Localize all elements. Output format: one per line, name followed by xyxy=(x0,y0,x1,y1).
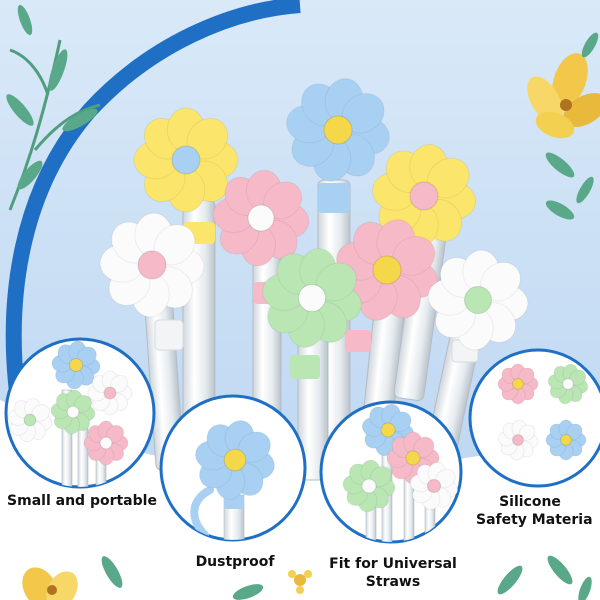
feature-circle-fit xyxy=(319,400,463,544)
leaf-sprig-icon xyxy=(101,555,592,600)
daisy-straw-topper-icon xyxy=(262,248,362,348)
leaf-sprig-icon xyxy=(545,32,599,220)
feature-circle-silicone xyxy=(468,348,600,488)
caption-dustproof: Dustproof xyxy=(195,554,275,570)
daisy-straw-topper-icon xyxy=(83,420,129,466)
daisy-straw-topper-icon xyxy=(427,249,529,351)
daisy-straw-topper-icon xyxy=(99,212,205,318)
yellow-flower-icon xyxy=(22,567,78,600)
daisy-straw-topper-icon xyxy=(497,419,539,461)
yellow-flower-icon xyxy=(527,53,600,139)
daisy-straw-topper-icon xyxy=(409,461,459,511)
daisy-straw-topper-icon xyxy=(51,340,101,390)
yellow-flower-icon xyxy=(288,570,312,594)
feature-circle-dustproof xyxy=(159,394,307,542)
daisy-straw-topper-icon xyxy=(336,219,438,321)
daisy-straw-topper-icon xyxy=(50,389,96,435)
daisy-straw-topper-icon xyxy=(371,143,477,249)
daisy-straw-topper-icon xyxy=(361,403,415,457)
daisy-straw-topper-icon xyxy=(497,363,539,405)
daisy-straw-topper-icon xyxy=(87,370,133,416)
caption-small-portable: Small and portable xyxy=(7,493,157,509)
daisy-straw-topper-icon xyxy=(133,107,239,213)
caption-silicone-line1: Silicone xyxy=(499,494,561,510)
feature-circle-small xyxy=(4,337,156,489)
main-flowers xyxy=(99,78,529,351)
daisy-straw-topper-icon xyxy=(195,420,275,500)
leaf-sprig-icon xyxy=(6,4,98,190)
daisy-straw-topper-icon xyxy=(7,397,53,443)
daisy-straw-topper-icon xyxy=(342,459,396,513)
caption-fit-line1: Fit for Universal xyxy=(329,556,457,572)
caption-silicone-line2: Safety Materia xyxy=(476,512,593,528)
caption-fit-line2: Straws xyxy=(365,574,421,590)
daisy-straw-topper-icon xyxy=(547,363,589,405)
daisy-straw-topper-icon xyxy=(286,78,390,182)
daisy-straw-topper-icon xyxy=(212,169,310,267)
daisy-straw-topper-icon xyxy=(545,419,587,461)
